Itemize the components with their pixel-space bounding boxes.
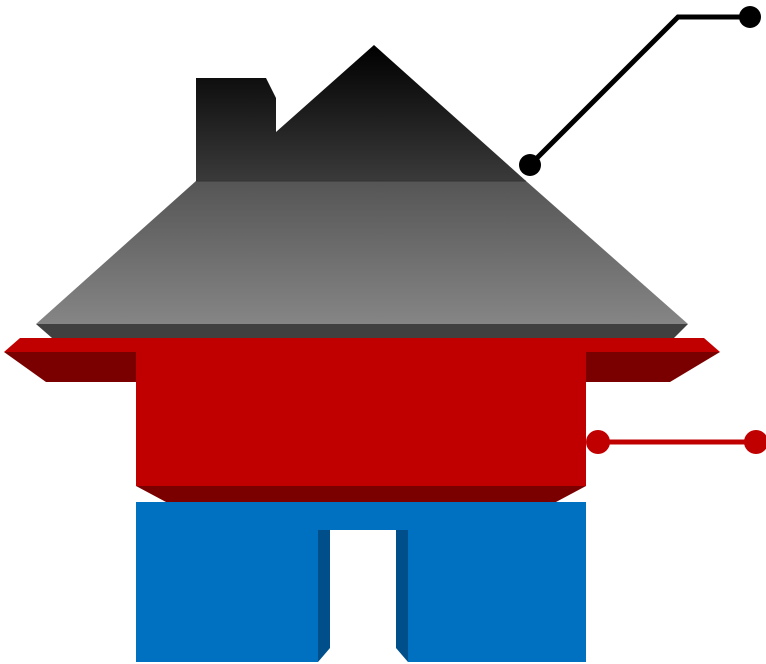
roof-callout xyxy=(519,6,761,176)
foundation-beam xyxy=(136,502,586,530)
middle-floor-callout-end-dot xyxy=(744,430,766,454)
roof-trim xyxy=(36,324,688,338)
roof-slope xyxy=(36,181,688,324)
middle-floor-bottom-bevel xyxy=(136,486,586,502)
roof-callout-line xyxy=(530,17,750,165)
roof-callout-start-dot xyxy=(519,154,541,176)
middle-floor-body xyxy=(136,352,586,486)
attic-gable xyxy=(196,45,526,181)
middle-floor-callout-start-dot xyxy=(586,430,610,454)
middle-floor-top-plate xyxy=(4,338,720,352)
roof-block xyxy=(36,45,688,338)
roof-callout-end-dot xyxy=(739,6,761,28)
doorway-left-shade xyxy=(318,530,330,662)
doorway-right-shade xyxy=(396,530,408,662)
middle-floor-left-eave xyxy=(4,352,136,382)
middle-floor-callout xyxy=(586,430,766,454)
middle-floor-right-eave xyxy=(586,352,720,382)
middle-floor-block xyxy=(4,338,720,502)
foundation-block xyxy=(136,502,586,662)
